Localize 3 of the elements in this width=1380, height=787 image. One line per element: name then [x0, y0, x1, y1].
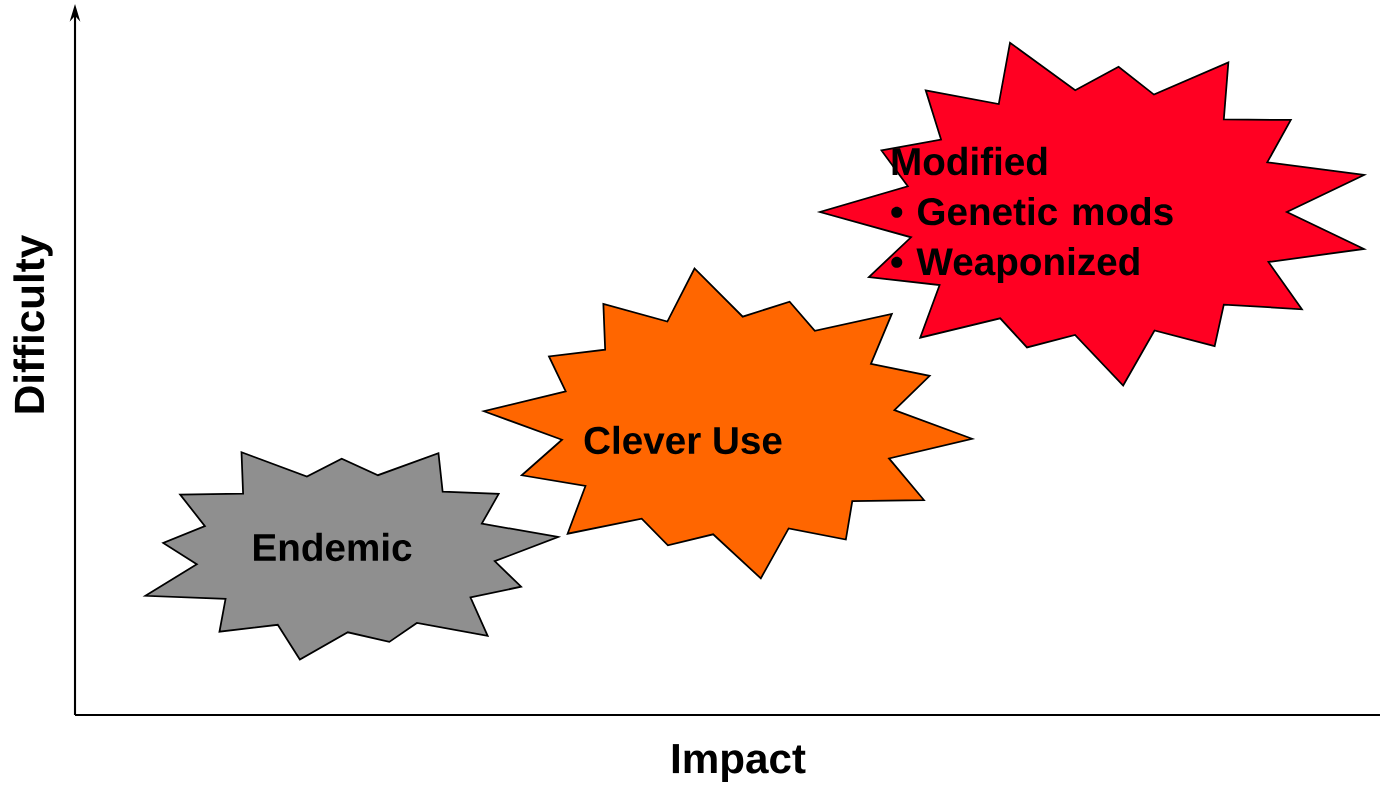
axis-label: Impact	[672, 744, 806, 782]
starburst: Modified • Genetic mods • Weaponized	[816, 41, 1368, 387]
axis-label: Difficulty	[13, 235, 53, 413]
